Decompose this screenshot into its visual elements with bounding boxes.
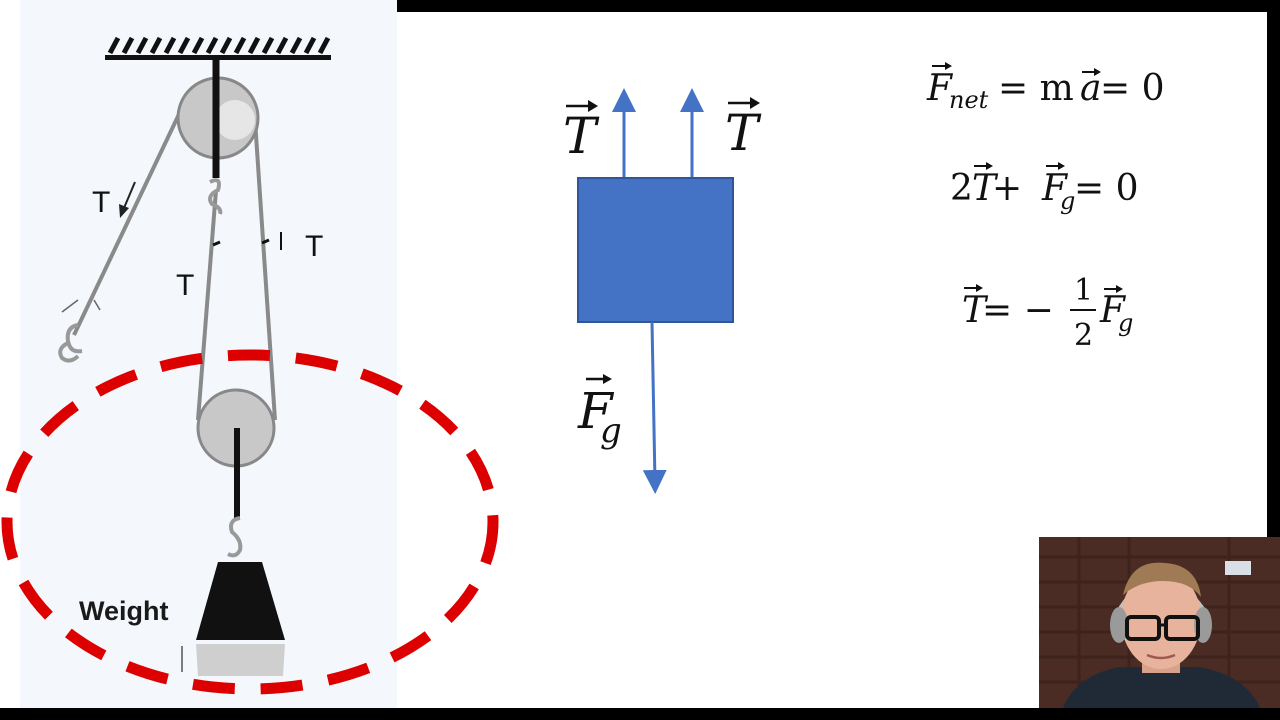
equations: F net = m a = 0 2 T + F g = 0 T = − (926, 62, 1165, 353)
eq1-acceleration-symbol: a (1080, 68, 1101, 109)
equation-line-2: 2 T + F g = 0 (950, 162, 1139, 215)
presenter-face (1121, 569, 1201, 669)
tension-vector-label-left: T (563, 100, 600, 165)
eq3-force-subscript: g (1118, 309, 1133, 337)
background-sign (1225, 561, 1251, 575)
webcam-overlay (1039, 537, 1280, 720)
tension-label: T (305, 230, 323, 263)
glasses-icon (1125, 615, 1161, 641)
rope-tick-mark (212, 240, 221, 247)
equation-line-1: F net = m a = 0 (926, 62, 1165, 114)
vector-arrow-icon (945, 62, 952, 70)
vector-arrow-icon (588, 100, 598, 112)
bottom-letterbox (0, 708, 1280, 720)
weight-block (181, 562, 285, 676)
hook-left (58, 299, 101, 363)
rope-tick-mark (261, 238, 270, 245)
eq1-force-subscript: net (949, 86, 989, 114)
presenter-video (1039, 537, 1280, 720)
gravity-symbol: F (577, 382, 615, 440)
eq2-coefficient: 2 (950, 168, 973, 209)
eq1-equals-zero: = 0 (1100, 68, 1165, 109)
vector-arrow-icon (1058, 162, 1065, 170)
gravity-subscript: g (600, 411, 622, 451)
eq2-tension-symbol: T (972, 168, 999, 209)
eq3-force-symbol: F (1099, 290, 1127, 331)
equation-line-3: T = − 1 2 F g (962, 273, 1133, 353)
pulley-system-diagram: T T T Weight (20, 0, 397, 708)
gravity-vector-label: F g (577, 374, 622, 451)
vector-arrow-icon (1094, 68, 1101, 76)
presenter-shirt (1059, 667, 1264, 720)
eq1-force-symbol: F (926, 68, 954, 109)
highlight-dashed-ellipse (1, 349, 499, 695)
vector-arrow-icon (750, 97, 760, 109)
tension-label: T (176, 269, 194, 302)
tension-label: T (92, 186, 110, 219)
vector-arrow-icon (1116, 285, 1123, 293)
vector-arrow-icon (603, 374, 612, 384)
tension-arrow-left-rope (119, 181, 136, 218)
free-body-block (577, 177, 734, 323)
movable-pulley (196, 388, 276, 558)
eq2-plus: + (992, 168, 1022, 209)
top-letterbox (397, 0, 1280, 12)
eq2-force-symbol: F (1041, 168, 1069, 209)
eq1-equals-m: = m (998, 68, 1074, 109)
eq3-fraction-denominator: 2 (1074, 318, 1093, 353)
eq2-force-subscript: g (1060, 187, 1075, 215)
eq3-fraction-numerator: 1 (1074, 273, 1093, 308)
eq3-tension-symbol: T (962, 290, 989, 331)
gravity-arrow (642, 321, 667, 494)
vector-arrow-icon (986, 162, 993, 170)
tension-symbol: T (563, 107, 600, 165)
vector-arrow-icon (976, 284, 983, 292)
weight-label: Weight (79, 596, 169, 626)
ropes (72, 109, 277, 421)
eq2-equals-zero: = 0 (1074, 168, 1139, 209)
tension-vector-label-right: T (725, 97, 762, 162)
tension-symbol: T (725, 104, 762, 162)
ceiling-support (105, 36, 331, 60)
eq3-equals-minus: = − (982, 290, 1054, 331)
free-body-diagram: T T F g (563, 88, 762, 494)
fixed-pulley (176, 58, 260, 215)
